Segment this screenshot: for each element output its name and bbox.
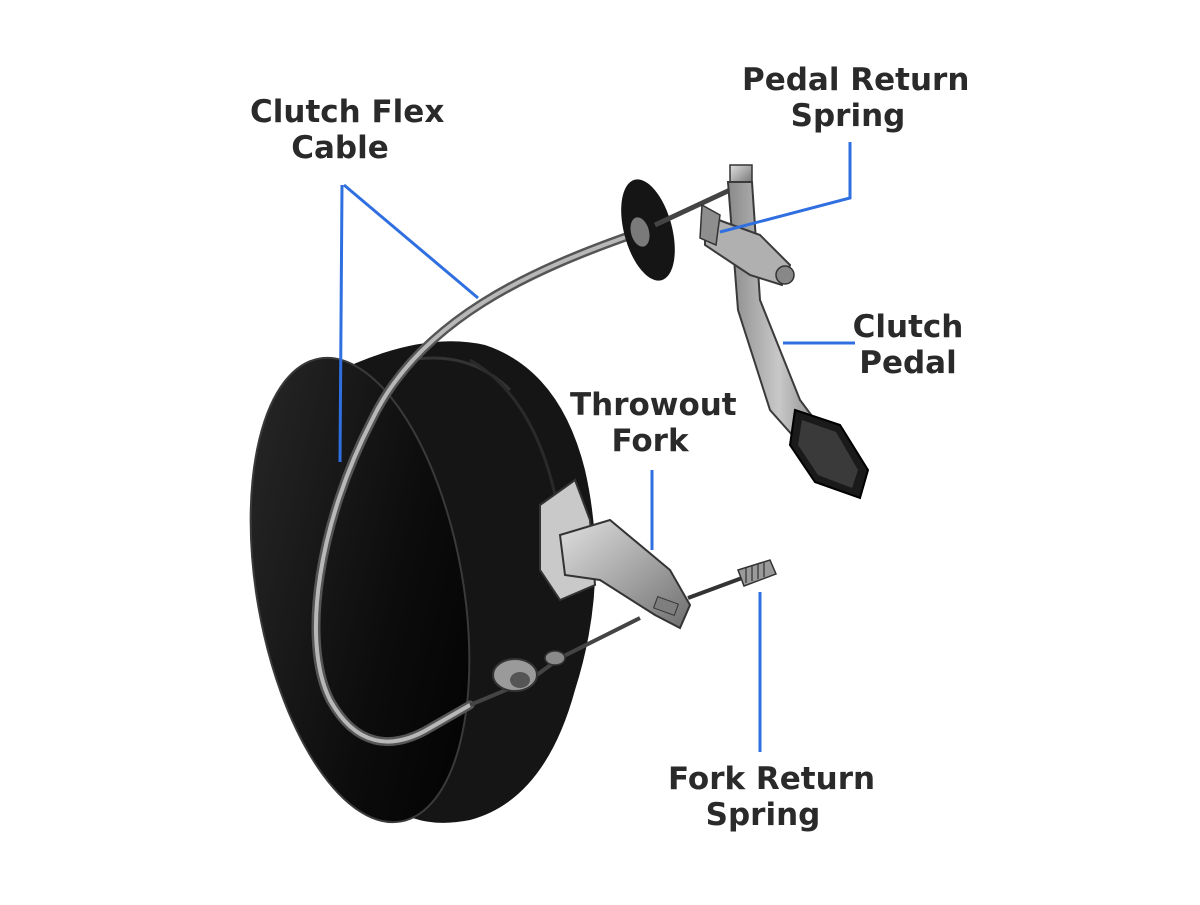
label-fork-return-spring-line2: Spring	[705, 797, 821, 833]
clutch-pedal-assembly	[699, 164, 870, 500]
label-clutch-flex-cable-line1: Clutch Flex	[250, 94, 445, 130]
bell-housing	[249, 341, 596, 824]
leader-line-pedal-spring	[719, 142, 852, 234]
label-throwout-fork-line2: Fork	[611, 423, 689, 459]
label-clutch-pedal: Clutch Pedal	[852, 309, 964, 381]
label-fork-return-spring: Fork Return Spring	[668, 761, 876, 833]
label-fork-return-spring-line1: Fork Return	[668, 761, 876, 797]
label-pedal-return-spring-line1: Pedal Return	[742, 62, 970, 98]
firewall-grommet	[621, 179, 732, 281]
leader-line-cable-left	[338, 184, 344, 463]
throwout-fork	[539, 478, 777, 630]
label-clutch-pedal-line2: Pedal	[859, 345, 957, 381]
leader-line-cable-right	[343, 183, 479, 300]
cable-fitting	[492, 650, 566, 692]
clutch-flex-cable	[311, 227, 645, 746]
leader-lines	[338, 142, 855, 752]
label-pedal-return-spring-line2: Spring	[790, 98, 906, 134]
label-pedal-return-spring: Pedal Return Spring	[742, 62, 970, 134]
label-throwout-fork: Throwout Fork	[570, 387, 737, 459]
label-clutch-pedal-line1: Clutch	[852, 309, 964, 345]
label-clutch-flex-cable-line2: Cable	[291, 130, 389, 166]
label-clutch-flex-cable: Clutch Flex Cable	[250, 94, 445, 166]
label-throwout-fork-line1: Throwout	[570, 387, 737, 423]
